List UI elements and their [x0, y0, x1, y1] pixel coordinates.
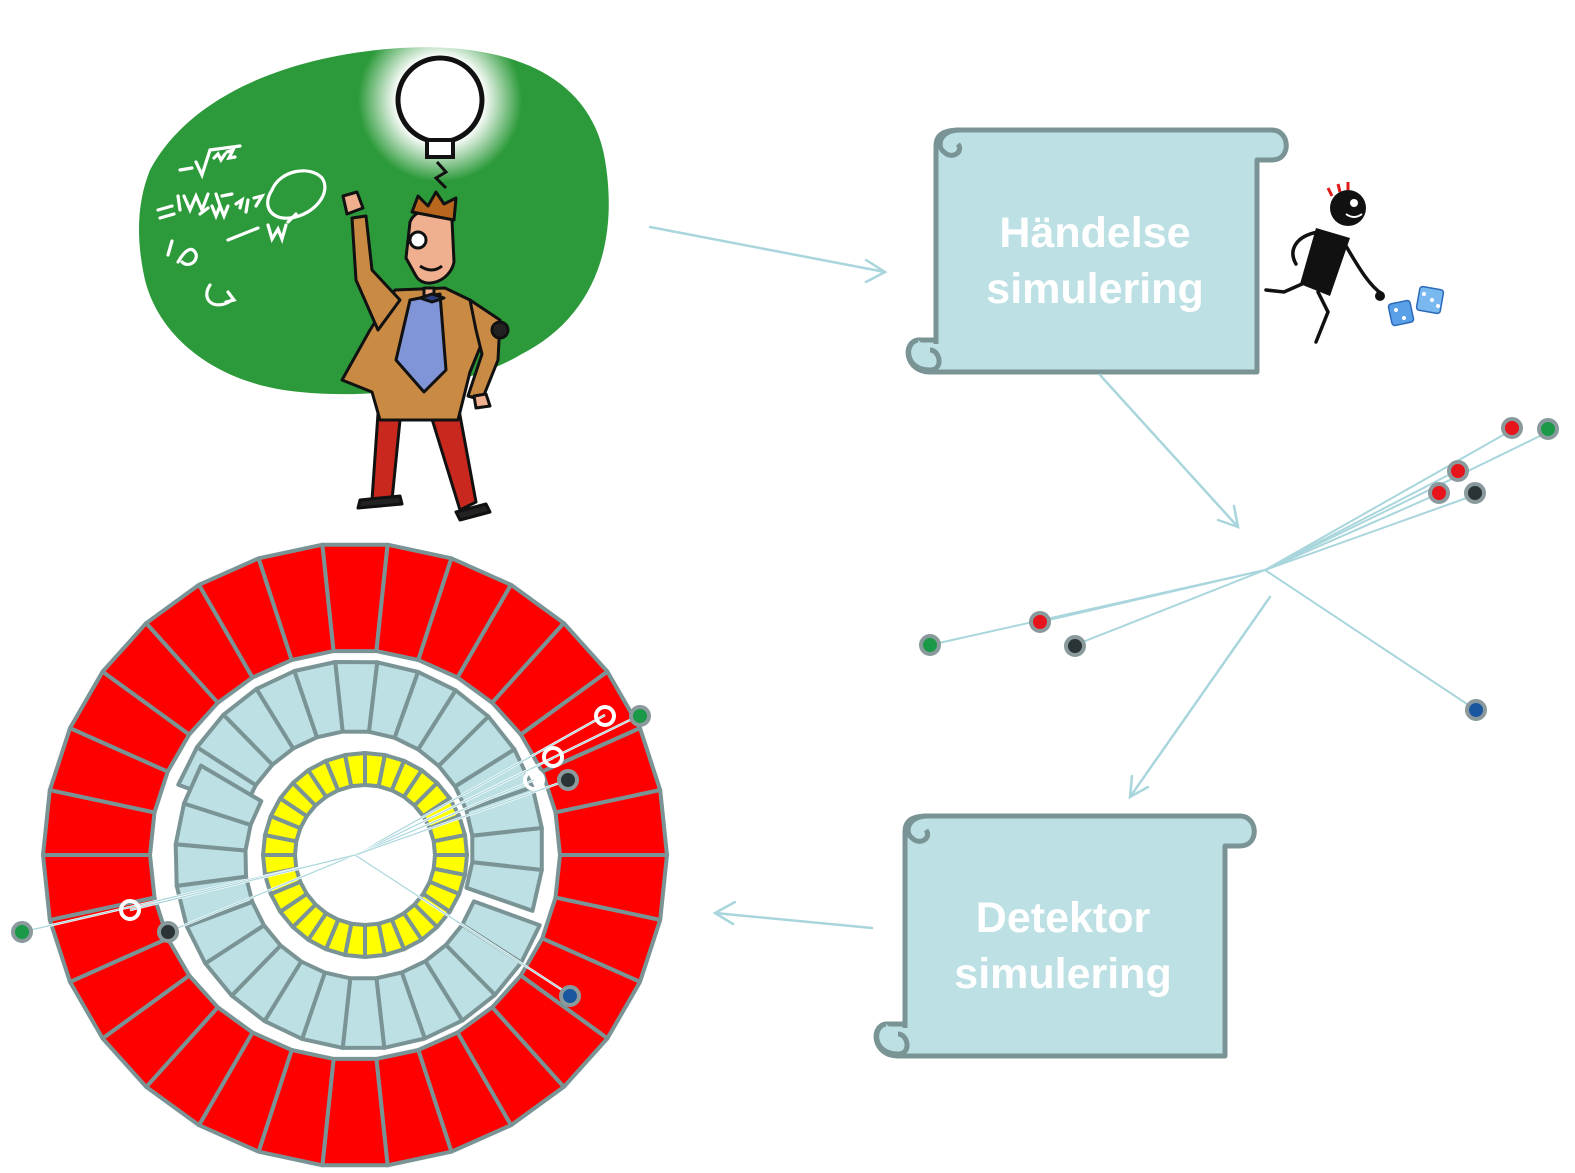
particle-event-display	[919, 417, 1559, 721]
physicist-at-chalkboard	[138, 18, 609, 522]
event-simulation-scroll	[905, 127, 1289, 375]
arrow-physicist-to-event	[648, 225, 888, 284]
particle-red	[1029, 611, 1051, 633]
track-hit-ring	[594, 705, 616, 727]
arrow-event-to-particles	[1098, 373, 1240, 529]
particle-green	[1537, 418, 1559, 440]
flow-arrows	[648, 225, 1272, 930]
particle-track	[354, 779, 535, 856]
middle-calorimeter-cell	[182, 763, 264, 827]
middle-calorimeter-cell	[464, 860, 544, 913]
particle-blue	[1465, 699, 1487, 721]
arrow-detector-to-display	[712, 900, 874, 930]
detector-simulation-scroll	[873, 813, 1257, 1059]
particle-track	[129, 854, 356, 911]
detector-cross-section	[11, 542, 669, 1168]
particle-track	[354, 779, 569, 856]
arrow-particles-to-detector	[1128, 595, 1272, 800]
particle-red	[1447, 460, 1469, 482]
particle-red	[1428, 482, 1450, 504]
track-hit-ring	[523, 769, 545, 791]
track-hit-ring	[119, 899, 141, 921]
particle-dark	[1064, 635, 1086, 657]
detector-hit-marker	[559, 985, 581, 1007]
detector-simulation-line2: simulering	[954, 950, 1172, 998]
detector-hit-marker	[157, 921, 179, 943]
physicist-figure	[340, 190, 510, 522]
particle-track	[354, 714, 606, 856]
event-simulation-line1: Händelse	[999, 209, 1191, 257]
inner-calorimeter-cell	[431, 833, 469, 857]
event-simulation-label: Händelse simulering	[940, 205, 1250, 317]
particle-dark	[1464, 482, 1486, 504]
lightbulb-icon	[395, 55, 485, 190]
dice-icon	[1387, 285, 1445, 327]
detector-simulation-label: Detektor simulering	[908, 890, 1218, 1002]
track-hit-ring	[542, 746, 564, 768]
outer-calorimeter-cell	[553, 788, 669, 857]
particle-track	[354, 854, 571, 996]
detector-hit-marker	[557, 769, 579, 791]
detector-hit-marker	[11, 921, 33, 943]
detector-simulation-line1: Detektor	[975, 894, 1151, 942]
particle-red	[1501, 417, 1523, 439]
event-simulation-line2: simulering	[986, 265, 1204, 313]
particle-green	[919, 634, 941, 656]
particle-track	[167, 854, 356, 933]
chalk-formulas	[156, 144, 327, 307]
stick-figure-rolling-dice	[1264, 182, 1445, 344]
particle-track	[354, 757, 554, 856]
detector-hit-marker	[629, 705, 651, 727]
